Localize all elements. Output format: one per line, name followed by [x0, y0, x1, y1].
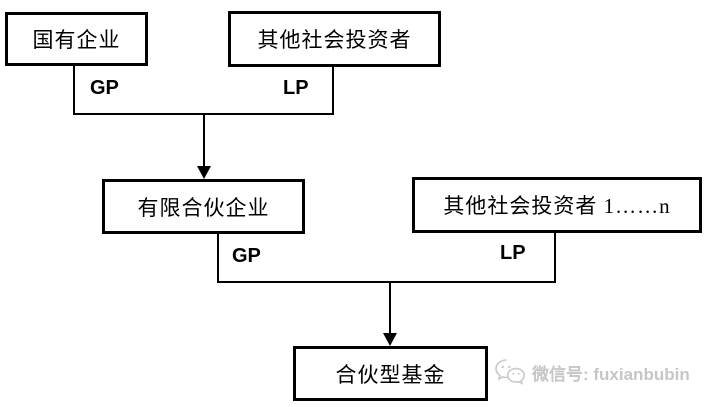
node-other-social-investors: 其他社会投资者 [228, 11, 441, 67]
connector-line [217, 281, 556, 283]
connector-line [73, 113, 334, 115]
wechat-watermark: 微信号: fuxianbubin [494, 357, 690, 387]
wechat-id-text: 微信号: fuxianbubin [532, 364, 690, 384]
connector-line [217, 233, 219, 283]
arrow-stem [203, 115, 205, 167]
role-label-gp-tier2: GP [232, 245, 261, 267]
node-partnership-fund: 合伙型基金 [293, 346, 488, 401]
arrowhead-icon [197, 166, 211, 179]
arrowhead-icon [383, 333, 397, 346]
role-label-lp-tier2: LP [500, 242, 526, 264]
wechat-icon [494, 357, 526, 387]
connector-line [332, 66, 334, 115]
node-limited-partnership-enterprise: 有限合伙企业 [102, 179, 305, 234]
role-label-gp-tier1: GP [90, 77, 119, 99]
connector-line [73, 65, 75, 115]
role-label-lp-tier1: LP [283, 77, 309, 99]
connector-line [554, 232, 556, 283]
node-state-owned-enterprise: 国有企业 [5, 12, 148, 66]
node-other-social-investors-n: 其他社会投资者 1……n [412, 177, 702, 233]
arrow-stem [389, 283, 391, 334]
